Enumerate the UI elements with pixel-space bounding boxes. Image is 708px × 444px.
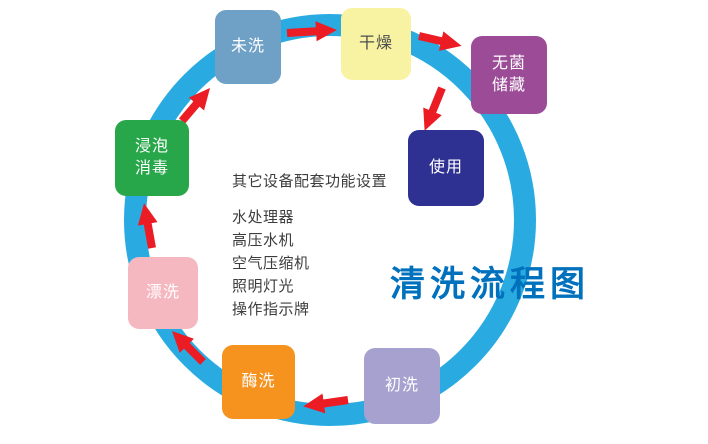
equipment-settings-heading: 其它设备配套功能设置	[232, 173, 388, 190]
arrow-weixi-to-ganzao	[286, 21, 337, 42]
arrow-meixi-to-piaoxi	[171, 330, 206, 365]
equipment-item-air-compressor: 空气压缩机	[232, 255, 310, 272]
equipment-item-water-processor: 水处理器	[232, 209, 295, 226]
node-drying[interactable]: 干燥	[341, 8, 411, 80]
arrow-piaoxi-to-jinpao	[137, 203, 158, 249]
equipment-item-lighting: 照明灯光	[232, 278, 295, 295]
node-rinse[interactable]: 漂洗	[128, 257, 198, 329]
diagram-title: 清洗流程图	[390, 265, 591, 304]
node-unwashed[interactable]: 未洗	[215, 10, 281, 84]
arrow-ganzao-to-wujun	[418, 31, 462, 51]
node-use[interactable]: 使用	[408, 130, 484, 206]
node-enzyme-wash[interactable]: 酶洗	[222, 345, 295, 419]
equipment-item-operation-sign: 操作指示牌	[232, 301, 310, 318]
equipment-list: 水处理器 高压水机 空气压缩机 照明灯光 操作指示牌	[232, 206, 310, 321]
node-initial-wash[interactable]: 初洗	[364, 348, 440, 424]
arrow-wujun-to-shiyong	[423, 86, 446, 131]
arrow-chuxi-to-meixi	[303, 393, 349, 414]
equipment-item-high-pressure-water: 高压水机	[232, 232, 295, 249]
node-sterile-storage[interactable]: 无菌 储藏	[471, 36, 547, 114]
arrow-jinpao-to-weixi	[178, 88, 211, 124]
node-soak-disinfect[interactable]: 浸泡 消毒	[115, 120, 189, 196]
